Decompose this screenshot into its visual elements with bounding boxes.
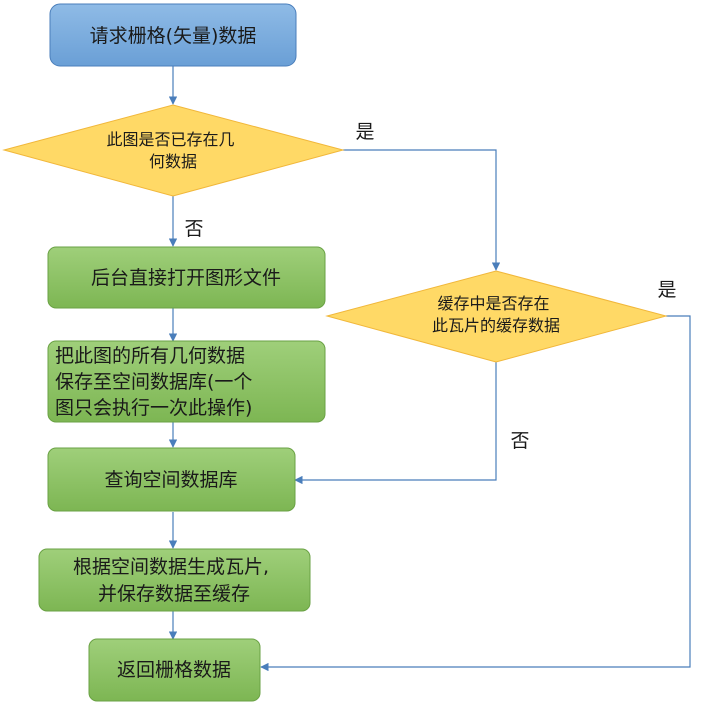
decision-cache-line-2: 此瓦片的缓存数据 [432,316,560,335]
edge-geometry-yes-to-decision-cache [343,149,501,271]
decision-geometry-node: 此图是否已存在几 何数据 [2,104,345,197]
query-db-label: 查询空间数据库 [104,469,237,491]
return-data-node: 返回栅格数据 [88,638,261,702]
decision-cache-node: 缓存中是否存在 此瓦片的缓存数据 [325,270,668,363]
generate-tile-line-1: 根据空间数据生成瓦片, [73,556,269,578]
edge-cache-no-to-query-db [294,362,497,485]
decision-cache-label: 缓存中是否存在 此瓦片的缓存数据 [432,294,560,335]
decision-cache-line-1: 缓存中是否存在 [437,294,549,313]
open-file-node: 后台直接打开图形文件 [47,246,326,309]
edge-cache-yes-to-return-data [260,315,691,672]
generate-tile-node: 根据空间数据生成瓦片, 并保存数据至缓存 [38,548,311,612]
start-node-label: 请求栅格(矢量)数据 [90,25,257,47]
query-db-node: 查询空间数据库 [47,447,296,512]
generate-tile-line-2: 并保存数据至缓存 [98,583,250,605]
start-node: 请求栅格(矢量)数据 [49,3,297,67]
save-geometry-line-2: 保存至空间数据库(一个 [55,371,252,393]
save-geometry-line-1: 把此图的所有几何数据 [55,345,245,367]
return-data-label: 返回栅格数据 [117,659,231,681]
save-geometry-node: 把此图的所有几何数据 保存至空间数据库(一个 图只会执行一次此操作) [47,340,326,423]
open-file-label: 后台直接打开图形文件 [91,267,281,289]
decision-geometry-line-2: 何数据 [149,152,197,171]
decision-geometry-line-1: 此图是否已存在几 [106,130,234,149]
edge-label-geometry-yes: 是 [355,121,374,143]
decision-geometry-label: 此图是否已存在几 何数据 [106,130,239,171]
save-geometry-line-3: 图只会执行一次此操作) [55,397,252,419]
edges [168,66,691,672]
generate-tile-label: 根据空间数据生成瓦片, 并保存数据至缓存 [73,556,275,605]
edge-label-geometry-no: 否 [184,218,203,240]
save-geometry-label: 把此图的所有几何数据 保存至空间数据库(一个 图只会执行一次此操作) [55,345,258,419]
edge-label-cache-no: 否 [510,430,529,452]
edge-label-cache-yes: 是 [657,279,676,301]
